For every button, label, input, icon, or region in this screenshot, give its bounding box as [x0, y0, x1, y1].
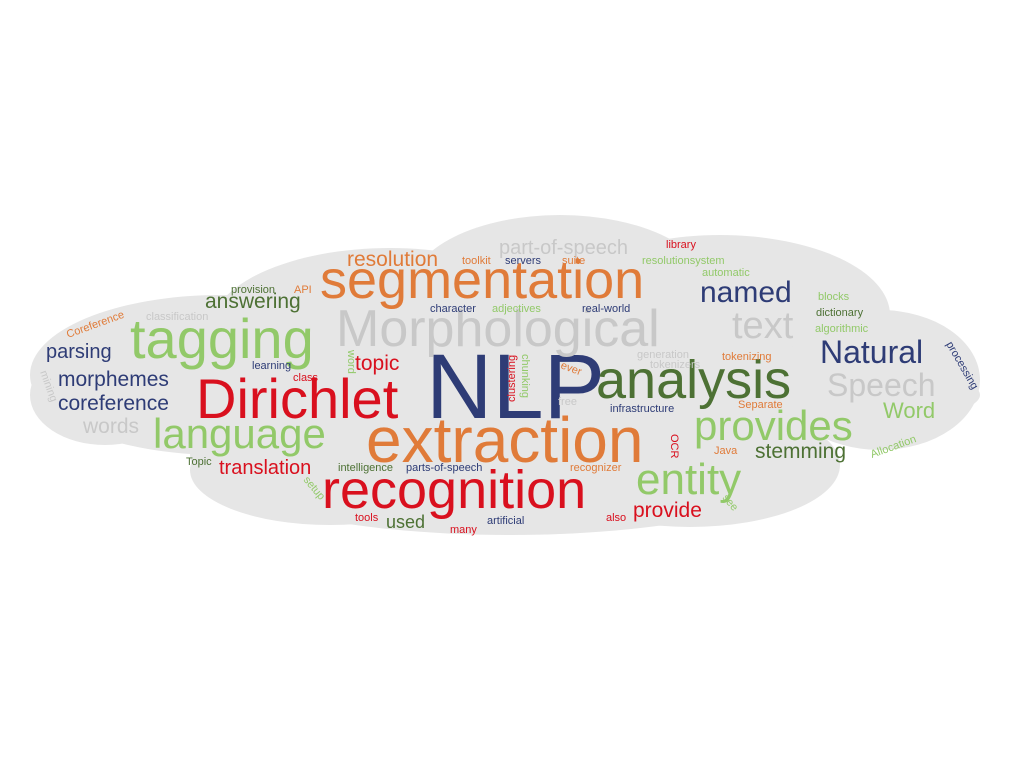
cloud-shape — [30, 215, 980, 535]
word-adjectives: adjectives — [492, 303, 541, 315]
word-part-of-speech: part-of-speech — [499, 237, 628, 259]
word-clustering: clustering — [506, 355, 518, 402]
word-real-world: real-world — [582, 303, 630, 315]
word-used: used — [386, 512, 425, 532]
word-automatic: automatic — [702, 267, 750, 279]
word-learning: learning — [252, 360, 291, 372]
word-text: text — [732, 305, 794, 347]
word-servers: servers — [505, 255, 542, 267]
word-translation: translation — [219, 457, 311, 479]
word-answering: answering — [205, 290, 301, 313]
word-free: free — [558, 396, 577, 408]
word-many: many — [450, 524, 477, 536]
word-topic: topic — [355, 352, 399, 375]
word-blocks: blocks — [818, 291, 850, 303]
word-classification: classification — [146, 311, 208, 323]
word-resolutionsystem: resolutionsystem — [642, 255, 725, 267]
word-word-vertical: word — [345, 349, 357, 374]
word-library: library — [666, 239, 696, 251]
word-dirichlet: Dirichlet — [196, 367, 399, 430]
word-java: Java — [714, 445, 738, 457]
word-recognition: recognition — [322, 460, 586, 520]
word-stemming: stemming — [755, 440, 846, 463]
word-topic-small: Topic — [186, 456, 212, 468]
word-tagging: tagging — [130, 307, 314, 370]
word-provide: provide — [633, 499, 702, 522]
word-provides: provides — [694, 402, 853, 449]
word-nlp: NLP — [426, 336, 605, 438]
word-resolution: resolution — [347, 248, 438, 271]
word-provision: provision — [231, 284, 275, 296]
word-suite: suite — [562, 255, 585, 267]
word-tokenizers: tokenizers — [650, 359, 701, 371]
word-words: words — [82, 415, 139, 438]
word-chunking: chunking — [519, 354, 531, 398]
word-morphological: Morphological — [336, 300, 660, 358]
word-algorithmic: algorithmic — [815, 323, 869, 335]
word-toolkit: toolkit — [462, 255, 491, 267]
word-also: also — [606, 512, 626, 524]
word-analysis: analysis — [596, 350, 791, 410]
word-parts-of-speech: parts-of-speech — [406, 462, 482, 474]
word-separate: Separate — [738, 399, 783, 411]
word-recognizer: recognizer — [570, 462, 622, 474]
word-artificial: artificial — [487, 515, 524, 527]
word-tools: tools — [355, 512, 379, 524]
word-dictionary: dictionary — [816, 307, 864, 319]
word-generation: generation — [637, 349, 689, 361]
word-language: language — [153, 410, 326, 457]
word-character: character — [430, 303, 476, 315]
word-intelligence: intelligence — [338, 462, 393, 474]
word-word: Word — [883, 398, 935, 423]
word-coreference: coreference — [58, 392, 169, 415]
word-tokenizing: tokenizing — [722, 351, 772, 363]
word-api: API — [294, 284, 312, 296]
word-segmentation: segmentation — [320, 250, 644, 310]
word-extraction: extraction — [366, 404, 643, 476]
cloud-words: NLP extraction Morphological recognition… — [37, 237, 980, 536]
word-ocr: OCR — [668, 434, 680, 459]
word-class: class — [293, 372, 319, 384]
word-named: named — [700, 276, 792, 309]
word-natural: Natural — [820, 334, 923, 370]
word-speech: Speech — [827, 367, 936, 403]
word-parsing: parsing — [46, 341, 112, 363]
word-morphemes: morphemes — [58, 368, 169, 391]
word-infrastructure: infrastructure — [610, 403, 674, 415]
word-entity: entity — [636, 455, 741, 504]
